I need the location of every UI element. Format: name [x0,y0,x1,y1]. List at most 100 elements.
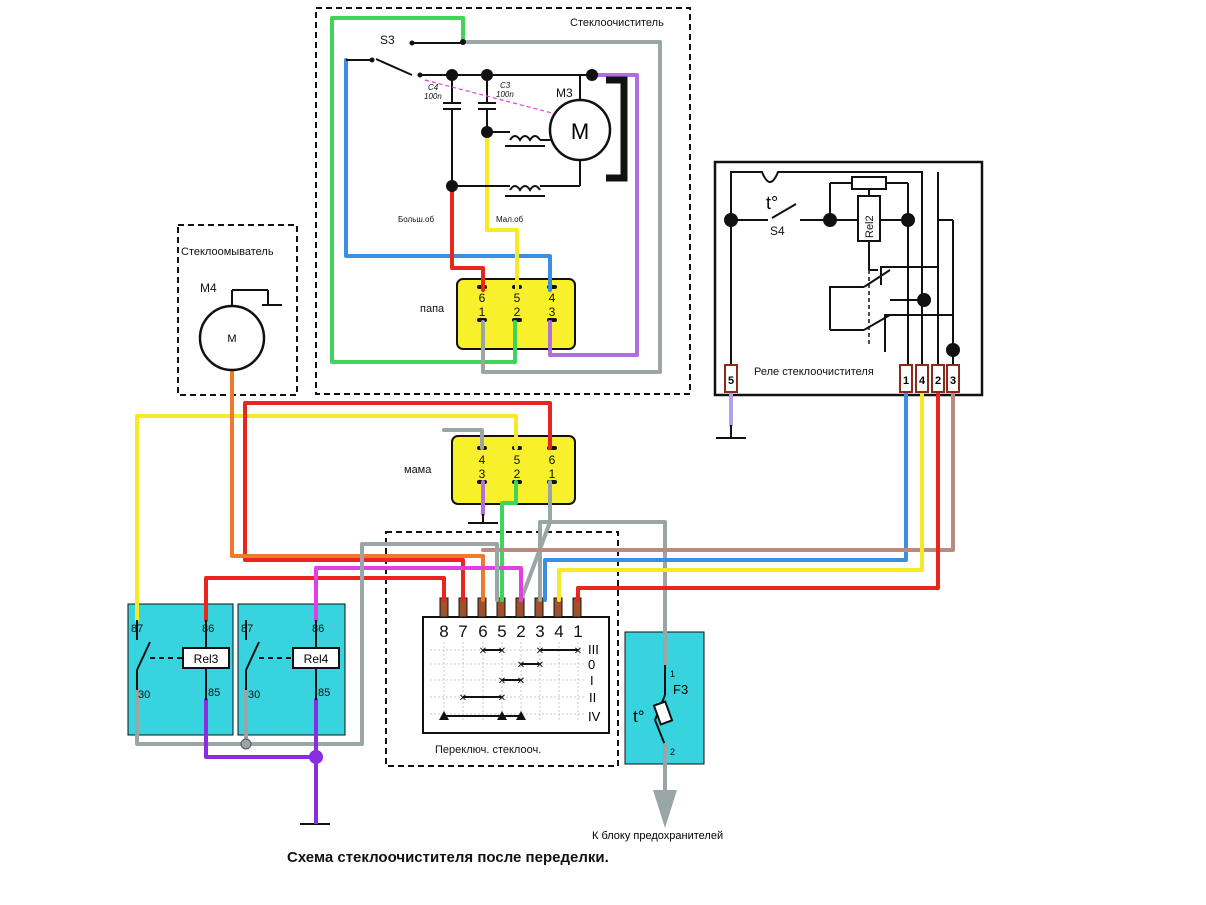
svg-text:3: 3 [549,305,556,319]
svg-text:4: 4 [919,375,926,387]
svg-text:3: 3 [479,467,486,481]
wire-red-big [450,184,485,292]
svg-text:6: 6 [549,453,556,467]
fuse-pin1: 1 [670,669,675,679]
relay3-block [127,603,234,736]
svg-text:✕: ✕ [498,676,506,687]
svg-text:5: 5 [728,375,734,387]
svg-text:✕: ✕ [574,646,582,657]
svg-text:8: 8 [439,622,448,641]
wire-yellow-washer-link [135,414,518,622]
winding-big-label: Больш.об [398,215,434,224]
wire-yellow-relay4 [557,390,924,602]
fuse-name: F3 [673,682,688,697]
wiper-relay-label: Реле стеклоочистителя [754,366,874,378]
wire-red-relay2 [576,390,940,602]
fuse-temp: t° [633,707,645,726]
m3-label: M3 [556,86,573,100]
purple-junction [309,750,323,764]
svg-text:✕: ✕ [479,646,487,657]
relay5-ground [716,425,746,439]
rel4-87: 87 [241,623,253,635]
motor-m3 [548,98,612,162]
svg-text:6: 6 [479,291,486,305]
svg-text:2: 2 [514,467,521,481]
wire-orange-washer [230,368,485,602]
switch-contact-bars [444,649,578,717]
fuse-internals [652,665,674,746]
rel4-86: 86 [312,623,324,635]
svg-text:0: 0 [588,657,595,672]
male-connector-label: папа [420,303,445,315]
svg-text:2: 2 [935,375,941,387]
m4-label: M4 [200,281,217,295]
c4-label: C4 [428,83,439,92]
svg-text:6: 6 [478,622,487,641]
rel3-name: Rel3 [194,652,219,666]
washer-box-label: Стеклоомыватель [181,246,274,258]
svg-text:✕: ✕ [536,646,544,657]
wire-brown-relay3 [481,390,955,552]
arrow-label: К блоку предохранителей [592,830,723,842]
gray-junction [240,738,252,750]
rel4-30: 30 [248,689,260,701]
switch-contact-marks: ✕✕ ✕✕ ✕✕ ✕✕ ✕✕ [459,646,582,704]
svg-text:4: 4 [554,622,563,641]
svg-text:2: 2 [514,305,521,319]
svg-text:III: III [588,642,599,657]
winding-small-label: Мал.об [496,215,524,224]
column-switch-pin-labels: 8 7 6 5 2 3 4 1 [439,622,582,641]
relay4-internals [245,620,340,700]
rel4-85: 85 [318,687,330,699]
female-connector-label: мама [404,464,432,476]
motor-m4 [198,304,266,372]
svg-text:1: 1 [903,375,909,387]
svg-text:3: 3 [950,375,956,387]
capacitor-link [424,79,553,114]
wiper-relay-temp: t° [766,193,778,213]
rel4-name: Rel4 [304,652,329,666]
switch-pin-stubs [439,597,582,618]
svg-text:✕: ✕ [517,660,525,671]
wiper-relay-box [713,160,984,397]
rel2-label: Rel2 [864,215,876,238]
rel3-85: 85 [208,687,220,699]
c3-label: C3 [500,81,511,90]
relay3-internals [136,620,230,700]
female-ground [468,514,498,524]
diagram-caption: Схема стеклоочистителя после переделки. [287,849,609,866]
m4-symbol: M [227,333,236,345]
svg-text:1: 1 [573,622,582,641]
motor-bracket [606,76,628,182]
svg-text:7: 7 [458,622,467,641]
wire-green-s3 [330,16,517,364]
wire-gray-common [135,542,499,746]
fuse-pin2: 2 [670,747,675,757]
column-switch-positions: III 0 I II IV [588,642,601,724]
svg-text:5: 5 [497,622,506,641]
wire-purple-ground [204,698,318,807]
svg-text:5: 5 [514,453,521,467]
wire-red-rel3-86 [204,576,446,622]
svg-text:1: 1 [549,467,556,481]
wire-gray-s3 [461,40,662,374]
svg-text:1: 1 [479,305,486,319]
s3-label: S3 [380,33,395,47]
wiper-relay-pins [724,364,960,393]
wire-blue-relay1 [543,390,908,602]
washer-box [177,224,298,396]
svg-text:4: 4 [549,291,556,305]
wire-gray-fem4 [442,428,484,450]
m3-symbol: M [571,119,589,144]
rel3-86: 86 [202,623,214,635]
svg-text:✕: ✕ [517,676,525,687]
male-connector-pins: 6 5 4 1 2 3 [479,291,556,319]
wiper-box-label: Стеклоочиститель [570,17,664,29]
wire-gray-fuse-feed [538,520,667,667]
svg-text:✕: ✕ [498,693,506,704]
fuse-arrow-icon [653,790,677,828]
s4-label: S4 [770,224,785,238]
svg-text:4: 4 [479,453,486,467]
column-switch-label: Переключ. стеклооч. [435,744,541,756]
